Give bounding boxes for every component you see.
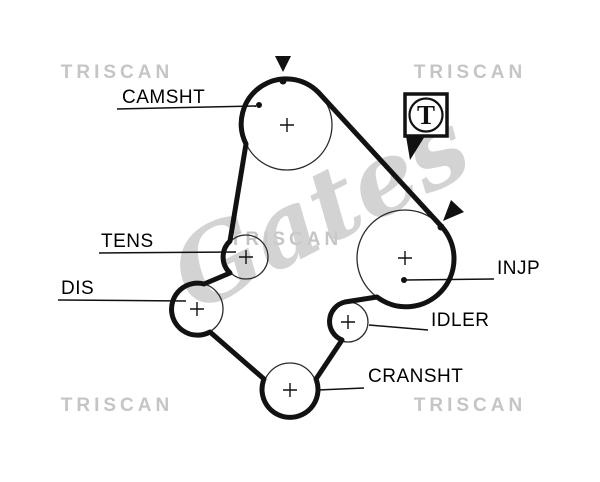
top-timing-arrow-icon: [275, 56, 291, 72]
label-crankshaft: CRANSHT: [368, 366, 463, 387]
label-distributor: DIS: [61, 278, 94, 299]
watermark-triscan-bottom-right: TRISCAN: [414, 395, 526, 416]
injection-pump-mark-dot: [437, 223, 445, 231]
distributor-center-cross: [190, 302, 204, 316]
center-marks-layer: [190, 118, 412, 397]
watermark-triscan-top-right: TRISCAN: [414, 62, 526, 83]
label-camshaft: CAMSHT: [122, 87, 205, 108]
tensioner-center-cross: [239, 250, 253, 264]
label-idler: IDLER: [431, 310, 489, 331]
watermark-triscan-bottom-left: TRISCAN: [61, 395, 173, 416]
marker-t-symbol: T: [417, 100, 435, 130]
label-tensioner: TENS: [101, 231, 154, 252]
labels-layer: CAMSHT TENS DIS INJP IDLER CRANSHT: [61, 87, 540, 387]
idler-center-cross: [341, 315, 355, 329]
watermark-triscan-top-left: TRISCAN: [61, 62, 173, 83]
crankshaft-center-cross: [283, 383, 297, 397]
arrows-layer: [275, 56, 464, 221]
injp-leader-end-dot: [401, 277, 407, 283]
distributor-leader-line: [57, 299, 187, 302]
injection-pump-leader-line: [405, 278, 495, 281]
right-timing-arrow-icon: [443, 200, 464, 221]
label-injection-pump: INJP: [497, 258, 540, 279]
watermark-triscan-center: TRISCAN: [230, 229, 342, 250]
tension-check-marker: T: [403, 92, 449, 160]
marker-tail-icon: [406, 136, 425, 160]
injection-pump-center-cross: [398, 251, 412, 265]
camshaft-leader-line: [116, 105, 257, 110]
marker-circle-icon: [408, 97, 444, 133]
timing-belt-path: [169, 76, 457, 420]
timing-dots-layer: [256, 77, 445, 283]
leader-lines-layer: [57, 105, 495, 391]
idler-leader-line: [368, 324, 429, 331]
tensioner-leader-line: [98, 251, 237, 254]
crankshaft-leader-line: [317, 387, 365, 391]
belt-top-mark-dot: [279, 77, 287, 85]
camshaft-mark-dot: [256, 102, 262, 108]
camshaft-center-cross: [280, 118, 294, 132]
